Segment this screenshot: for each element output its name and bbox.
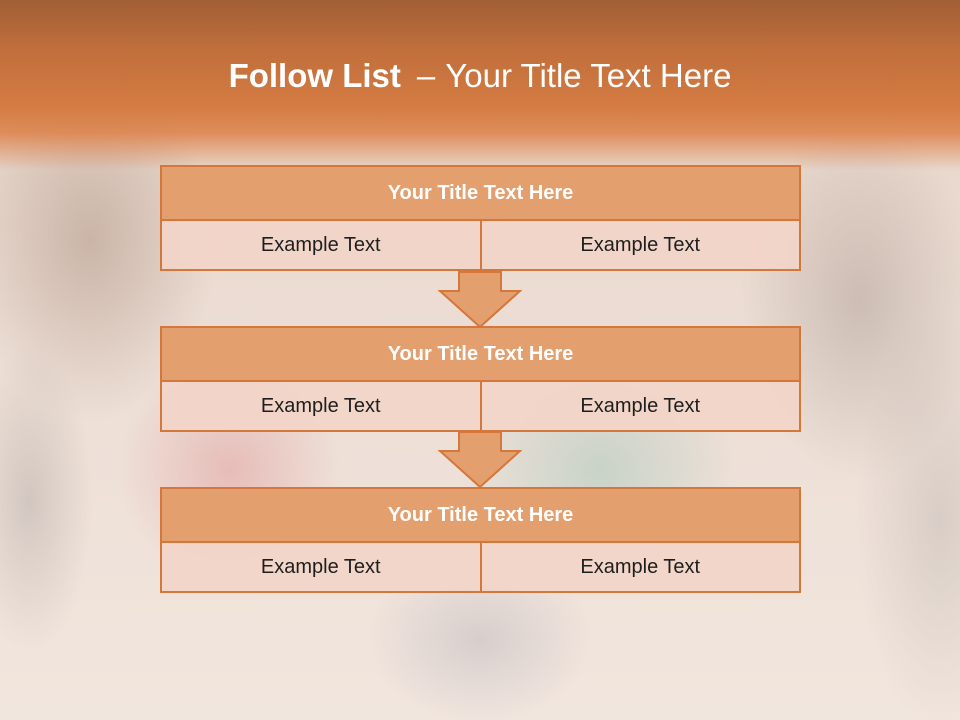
block-cell-left: Example Text [162, 221, 480, 269]
slide-title: Follow List–Your Title Text Here [0, 56, 960, 96]
block-cell-right: Example Text [479, 221, 799, 269]
block-row: Example Text Example Text [160, 221, 801, 271]
slide-title-bold: Follow List [228, 57, 401, 94]
down-arrow-icon [438, 431, 522, 489]
block-row: Example Text Example Text [160, 543, 801, 593]
slide-title-dash: – [416, 57, 436, 94]
list-block-1: Your Title Text Here Example Text Exampl… [160, 165, 801, 271]
slide-title-rest: Your Title Text Here [445, 57, 732, 94]
block-title: Your Title Text Here [160, 487, 801, 543]
block-cell-left: Example Text [162, 382, 480, 430]
block-cell-right: Example Text [479, 543, 799, 591]
block-row: Example Text Example Text [160, 382, 801, 432]
block-title: Your Title Text Here [160, 165, 801, 221]
block-cell-left: Example Text [162, 543, 480, 591]
block-title: Your Title Text Here [160, 326, 801, 382]
down-arrow-icon [438, 271, 522, 329]
list-block-2: Your Title Text Here Example Text Exampl… [160, 326, 801, 432]
title-band [0, 0, 960, 170]
list-block-3: Your Title Text Here Example Text Exampl… [160, 487, 801, 593]
block-cell-right: Example Text [479, 382, 799, 430]
